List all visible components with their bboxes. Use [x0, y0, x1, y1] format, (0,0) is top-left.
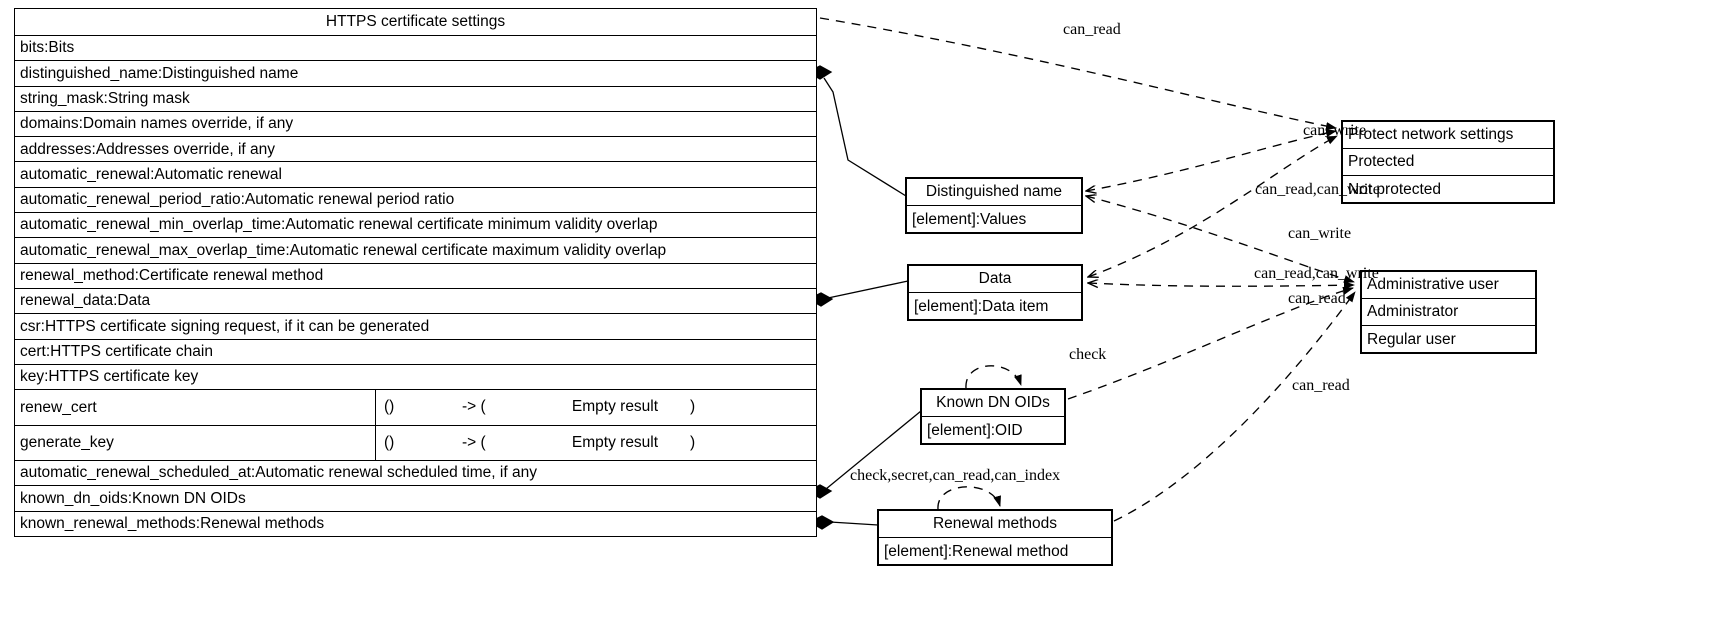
- attribute-label: [element]:Values: [912, 210, 1027, 228]
- attribute-label: automatic_renewal_min_overlap_time:Autom…: [20, 216, 658, 234]
- attribute-row-cert[interactable]: cert:HTTPS certificate chain: [15, 340, 816, 365]
- class-title-row: Administrative user: [1362, 272, 1535, 299]
- enum-label: Administrator: [1367, 303, 1459, 321]
- attribute-label: distinguished_name:Distinguished name: [20, 64, 299, 82]
- edge-label-check-known-dn-oids: check: [1069, 346, 1107, 363]
- attribute-label: automatic_renewal:Automatic renewal: [20, 165, 282, 183]
- class-administrative-user[interactable]: Administrative user Administrator Regula…: [1361, 271, 1536, 353]
- attribute-label: automatic_renewal_max_overlap_time:Autom…: [20, 241, 667, 259]
- attribute-row-element[interactable]: [element]:OID: [922, 417, 1064, 444]
- attribute-row-known-renewal-methods[interactable]: known_renewal_methods:Renewal methods: [15, 512, 816, 537]
- attribute-label: key:HTTPS certificate key: [20, 368, 199, 386]
- edge-label-can-read-can-write-data-admin: can_read,can_write: [1254, 265, 1379, 282]
- attribute-label: renewal_data:Data: [20, 292, 151, 310]
- class-title-row: Distinguished name: [907, 179, 1081, 206]
- attribute-label: [element]:Renewal method: [884, 542, 1069, 560]
- operation-name-cell: renew_cert: [15, 390, 376, 425]
- operation-result: Empty result: [571, 433, 659, 451]
- class-protect-network-settings[interactable]: Protect network settings Protected Not p…: [1342, 121, 1554, 203]
- edge-label-can-read-can-write-dn-admin: can_read,can_write: [1255, 181, 1380, 198]
- operation-name-cell: generate_key: [15, 425, 376, 460]
- attribute-row-addresses[interactable]: addresses:Addresses override, if any: [15, 137, 816, 163]
- attribute-label: cert:HTTPS certificate chain: [20, 342, 213, 360]
- operation-arrow: -> (: [462, 398, 486, 416]
- operation-close-paren: ): [690, 433, 696, 451]
- class-title: Distinguished name: [925, 183, 1063, 201]
- operation-row-generate-key[interactable]: generate_key () -> ( Empty result ): [15, 425, 816, 461]
- attribute-row-domains[interactable]: domains:Domain names override, if any: [15, 112, 816, 138]
- operation-args: (): [384, 433, 395, 451]
- attribute-row-key[interactable]: key:HTTPS certificate key: [15, 365, 816, 391]
- edge-label-can-write-dn-protect: can_write: [1303, 122, 1367, 139]
- operation-row-renew-cert[interactable]: renew_cert () -> ( Empty result ): [15, 390, 816, 426]
- class-title: Renewal methods: [932, 515, 1058, 533]
- attribute-label: automatic_renewal_scheduled_at:Automatic…: [20, 464, 537, 482]
- attribute-row-automatic-renewal-min-overlap-time[interactable]: automatic_renewal_min_overlap_time:Autom…: [15, 213, 816, 239]
- class-title: Protect network settings: [1348, 126, 1514, 144]
- class-title: Administrative user: [1367, 276, 1499, 294]
- class-title: HTTPS certificate settings: [325, 13, 506, 31]
- attribute-row-element[interactable]: [element]:Renewal method: [879, 538, 1111, 565]
- attribute-row-automatic-renewal[interactable]: automatic_renewal:Automatic renewal: [15, 162, 816, 188]
- attribute-label: automatic_renewal_period_ratio:Automatic…: [20, 191, 455, 209]
- attribute-row-distinguished-name[interactable]: distinguished_name:Distinguished name: [15, 61, 816, 87]
- attribute-label: renewal_method:Certificate renewal metho…: [20, 267, 324, 285]
- class-distinguished-name[interactable]: Distinguished name [element]:Values: [906, 178, 1082, 233]
- class-title-row: HTTPS certificate settings: [15, 9, 816, 36]
- class-known-dn-oids[interactable]: Known DN OIDs [element]:OID: [921, 389, 1065, 444]
- enum-label: Protected: [1348, 153, 1415, 171]
- attribute-row-renewal-data[interactable]: renewal_data:Data: [15, 289, 816, 315]
- attribute-label: [element]:Data item: [914, 297, 1049, 315]
- class-title: Data: [978, 270, 1012, 288]
- attribute-row-csr[interactable]: csr:HTTPS certificate signing request, i…: [15, 314, 816, 340]
- operation-signature-cell: () -> ( Empty result ): [376, 426, 816, 460]
- enum-row-not-protected[interactable]: Not protected: [1343, 176, 1553, 203]
- edge-label-can-read-data-admin: can_read: [1288, 290, 1346, 307]
- class-title-row: Protect network settings: [1343, 122, 1553, 149]
- attribute-row-bits[interactable]: bits:Bits: [15, 36, 816, 62]
- edge-label-can-read-settings-protect: can_read: [1063, 21, 1121, 38]
- attribute-row-automatic-renewal-max-overlap-time[interactable]: automatic_renewal_max_overlap_time:Autom…: [15, 238, 816, 264]
- attribute-label: [element]:OID: [927, 421, 1023, 439]
- class-title: Known DN OIDs: [936, 394, 1050, 412]
- operation-close-paren: ): [690, 398, 696, 416]
- attribute-label: csr:HTTPS certificate signing request, i…: [20, 317, 430, 335]
- operation-name: generate_key: [20, 433, 114, 451]
- class-title-row: Data: [909, 266, 1081, 293]
- enum-label: Regular user: [1367, 330, 1456, 348]
- attribute-row-element[interactable]: [element]:Values: [907, 206, 1081, 233]
- attribute-row-automatic-renewal-scheduled-at[interactable]: automatic_renewal_scheduled_at:Automatic…: [15, 461, 816, 487]
- attribute-row-known-dn-oids[interactable]: known_dn_oids:Known DN OIDs: [15, 486, 816, 512]
- class-data[interactable]: Data [element]:Data item: [908, 265, 1082, 320]
- enum-label: Not protected: [1348, 180, 1442, 198]
- attribute-label: domains:Domain names override, if any: [20, 115, 294, 133]
- attribute-row-element[interactable]: [element]:Data item: [909, 293, 1081, 320]
- attribute-label: addresses:Addresses override, if any: [20, 140, 276, 158]
- attribute-row-automatic-renewal-period-ratio[interactable]: automatic_renewal_period_ratio:Automatic…: [15, 188, 816, 214]
- class-title-row: Renewal methods: [879, 511, 1111, 538]
- attribute-row-renewal-method[interactable]: renewal_method:Certificate renewal metho…: [15, 264, 816, 289]
- edge-label-can-read-oids-admin: can_read: [1292, 377, 1350, 394]
- class-https-certificate-settings[interactable]: HTTPS certificate settings bits:Bits dis…: [14, 8, 817, 537]
- operation-result: Empty result: [571, 398, 659, 416]
- class-title-row: Known DN OIDs: [922, 390, 1064, 417]
- operation-arrow: -> (: [462, 433, 486, 451]
- attribute-label: known_dn_oids:Known DN OIDs: [20, 489, 246, 507]
- enum-row-regular-user[interactable]: Regular user: [1362, 326, 1535, 353]
- composition-edges: [806, 65, 922, 530]
- operation-args: (): [384, 398, 395, 416]
- enum-row-protected[interactable]: Protected: [1343, 149, 1553, 176]
- attribute-row-string-mask[interactable]: string_mask:String mask: [15, 87, 816, 112]
- edge-label-check-secret-can-read-can-index: check,secret,can_read,can_index: [850, 467, 1061, 484]
- operation-signature-cell: () -> ( Empty result ): [376, 390, 816, 424]
- operation-name: renew_cert: [20, 398, 97, 416]
- class-renewal-methods[interactable]: Renewal methods [element]:Renewal method: [878, 510, 1112, 565]
- edge-label-can-write-data-protect: can_write: [1288, 225, 1352, 242]
- attribute-label: known_renewal_methods:Renewal methods: [20, 515, 325, 533]
- attribute-label: string_mask:String mask: [20, 89, 190, 107]
- attribute-label: bits:Bits: [20, 39, 75, 57]
- enum-row-administrator[interactable]: Administrator: [1362, 299, 1535, 326]
